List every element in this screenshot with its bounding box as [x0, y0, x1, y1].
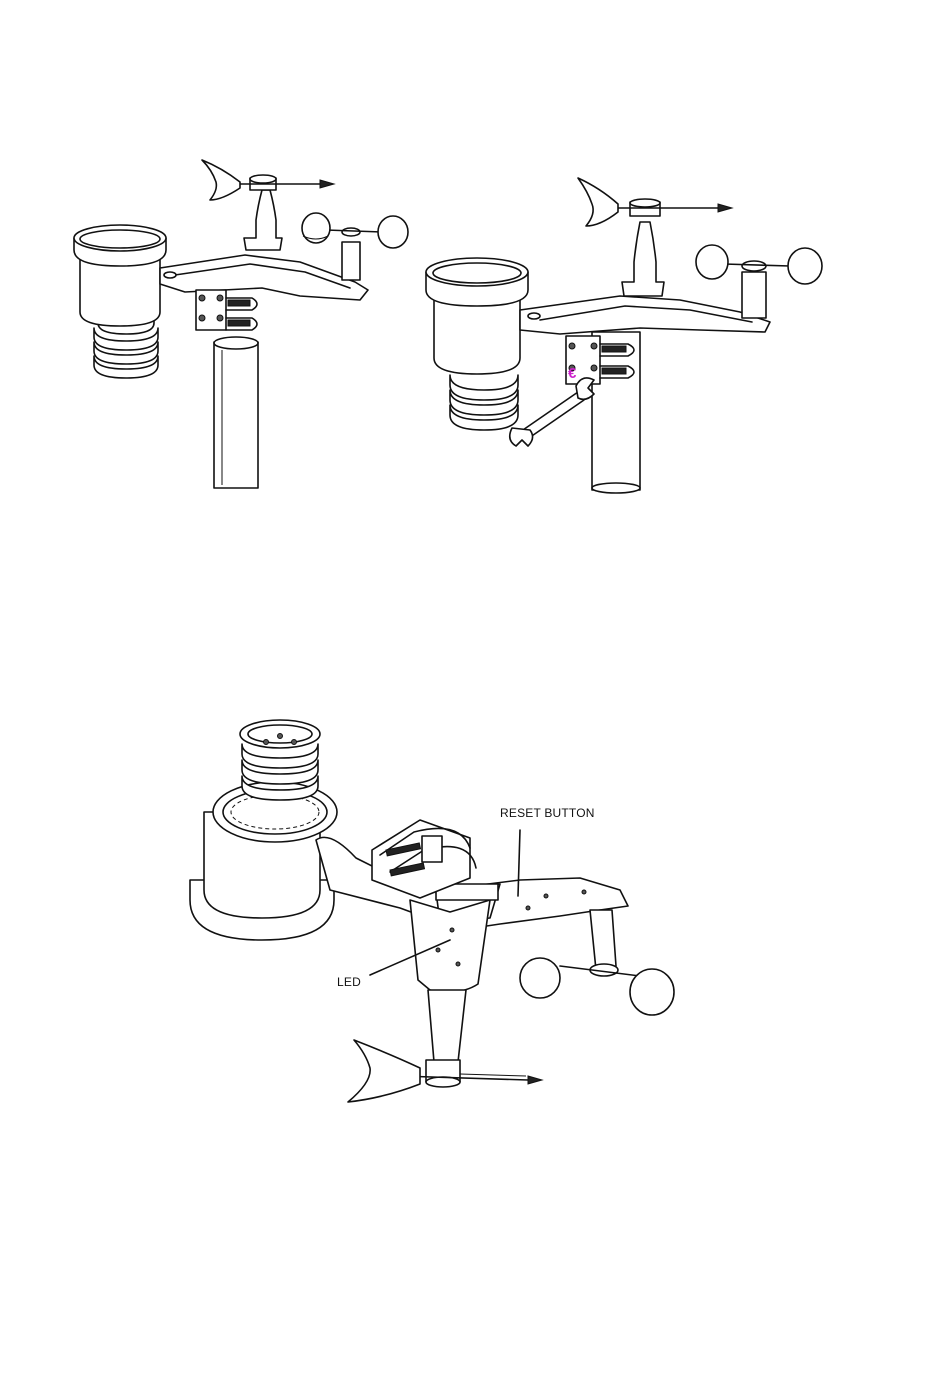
wrench-icon — [510, 378, 594, 446]
reset-button-label: RESET BUTTON — [500, 806, 595, 820]
main-arm-left — [160, 255, 368, 300]
main-arm-right — [520, 296, 770, 334]
station-right-illustration — [426, 178, 822, 493]
wind-vane-bottom — [348, 990, 542, 1102]
station-underside-illustration — [190, 720, 674, 1102]
rain-gauge-left — [74, 225, 166, 326]
rain-gauge-base — [190, 782, 337, 940]
radiation-shield-right — [450, 375, 518, 430]
station-left-illustration — [74, 160, 408, 488]
mounting-pole-left — [214, 337, 258, 488]
marker-icon: € — [568, 365, 577, 382]
anemometer-bottom — [520, 910, 674, 1015]
rain-gauge-right — [426, 258, 528, 374]
led-label: LED — [337, 975, 361, 989]
bracket-left — [196, 290, 257, 330]
